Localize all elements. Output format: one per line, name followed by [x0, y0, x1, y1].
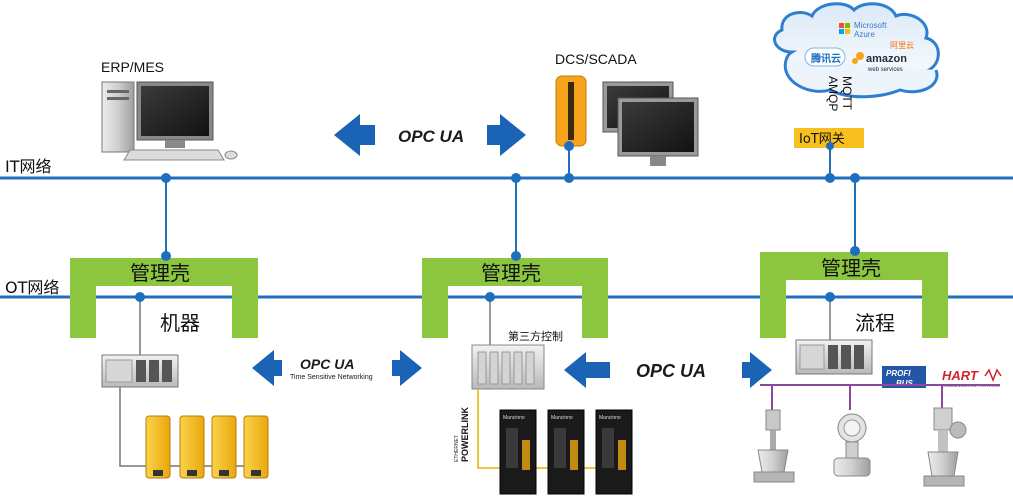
tencent-cloud-logo: 腾讯云 — [804, 47, 846, 67]
iot-gateway: IoT网关 — [794, 128, 864, 148]
erp-mes-label: ERP/MES — [101, 59, 164, 75]
amqp-label: AMQP — [826, 76, 840, 111]
drive-brand-3: Mancinno — [599, 415, 621, 421]
svg-text:web services: web services — [867, 67, 903, 73]
erp-mes-computer — [101, 81, 238, 161]
shell-caption-1: 机器 — [160, 311, 200, 335]
control-valve — [753, 409, 795, 483]
opc-ua-logo-bottom: OPC UA — [636, 361, 706, 381]
powerlink-logo: ETHERNET POWERLINK — [454, 407, 470, 462]
process-plc — [795, 339, 873, 375]
svg-text:PROFI: PROFI — [886, 369, 911, 378]
shell-machine: 管理壳 — [70, 258, 258, 338]
dcs-scada-station — [555, 75, 699, 166]
dcs-scada-label: DCS/SCADA — [555, 51, 637, 67]
shell-title-3: 管理壳 — [821, 256, 881, 280]
aliyun-logo: 阿里云 — [890, 41, 914, 50]
opc-ua-logo-tsn: OPC UA — [300, 356, 354, 372]
valve-actuator — [923, 407, 967, 487]
third-party-plc — [471, 344, 545, 390]
iot-gateway-label: IoT网关 — [799, 132, 845, 147]
drive-brand-1: Mancinno — [503, 415, 525, 421]
third-party-control-label: 第三方控制 — [508, 329, 563, 343]
svg-text:ETHERNET: ETHERNET — [454, 435, 460, 462]
opc-ua-tsn-arrow: OPC UA Time Sensitive Networking — [252, 350, 422, 386]
mqtt-label: MQTT — [840, 76, 854, 111]
profibus-logo: PROFI BUS — [882, 366, 926, 388]
svg-text:Azure: Azure — [854, 30, 875, 39]
tsn-subtitle: Time Sensitive Networking — [290, 374, 373, 381]
machine-safety-devices — [145, 415, 269, 479]
svg-text:BUS: BUS — [896, 379, 914, 388]
ot-network-label: OT网络 — [5, 278, 59, 297]
svg-text:腾讯云: 腾讯云 — [810, 52, 841, 65]
svg-text:Microsoft: Microsoft — [854, 21, 887, 30]
svg-text:阿里云: 阿里云 — [890, 41, 914, 50]
opc-ua-logo-top: OPC UA — [398, 127, 464, 146]
opc-ua-arrow-top: OPC UA — [334, 114, 526, 156]
opc-ua-arrow-bottom: OPC UA — [564, 352, 772, 388]
cloud: Microsoft Azure 腾讯云 阿里云 amazon web servi… — [773, 2, 940, 99]
machine-plc — [101, 354, 179, 388]
microsoft-azure-logo: Microsoft Azure — [839, 21, 887, 39]
svg-text:HART: HART — [942, 368, 979, 383]
flow-meter — [833, 413, 871, 477]
servo-drives: Mancinno Mancinno Mancinno — [499, 409, 633, 495]
drive-brand-2: Mancinno — [551, 415, 573, 421]
amazon-web-services-logo: amazon web services — [852, 52, 907, 73]
svg-text:POWERLINK: POWERLINK — [460, 407, 470, 462]
shell-title-2: 管理壳 — [481, 261, 541, 285]
shell-title-1: 管理壳 — [130, 261, 190, 285]
shell-caption-3: 流程 — [855, 311, 895, 335]
shell-process: 管理壳 — [760, 252, 948, 338]
network-nodes — [135, 141, 860, 302]
it-network-label: IT网络 — [5, 157, 52, 176]
shell-third-party: 管理壳 — [422, 258, 608, 338]
svg-text:amazon: amazon — [866, 53, 907, 65]
